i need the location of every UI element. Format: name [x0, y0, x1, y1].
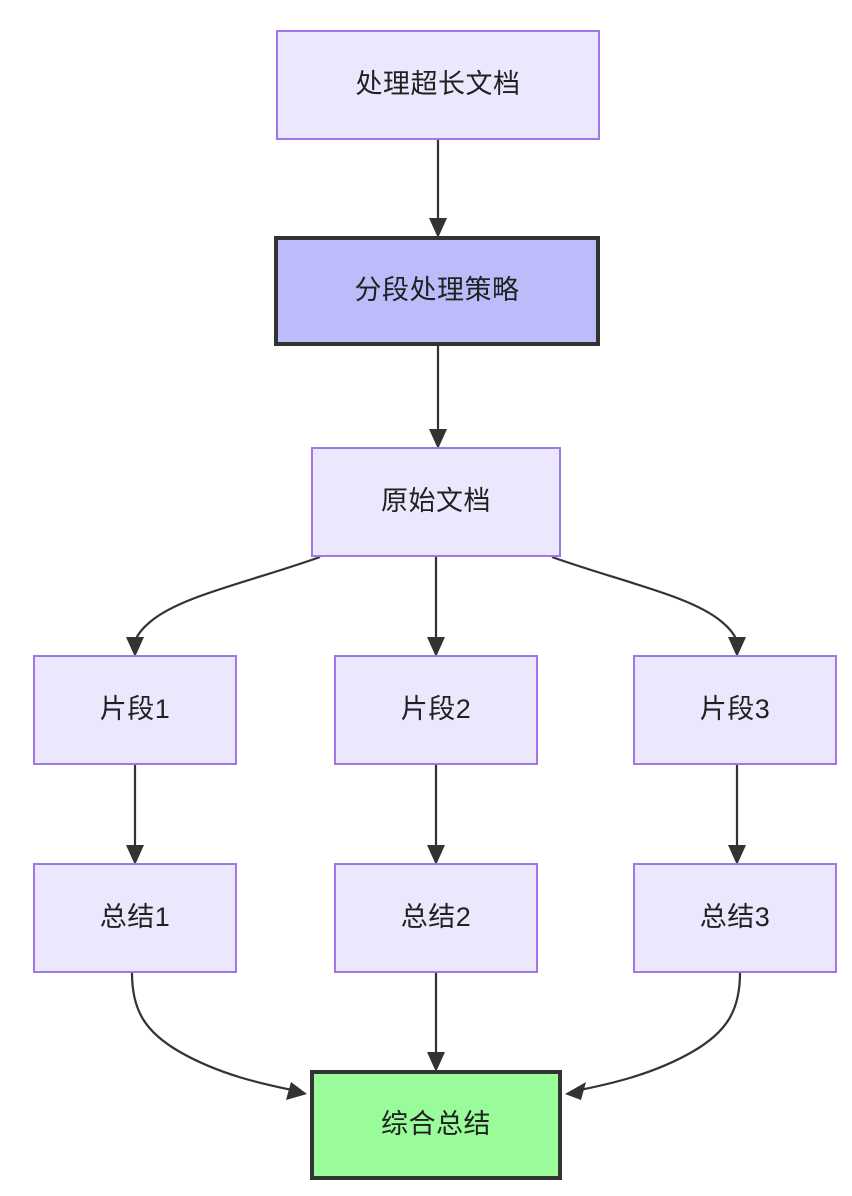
node-summary-3[interactable]: 总结3 [633, 863, 837, 973]
node-label: 总结1 [99, 902, 171, 933]
edge-summary-1-to-final [130, 972, 307, 1100]
edge-source-to-fragment-1 [126, 555, 321, 657]
node-chunk-strategy[interactable]: 分段处理策略 [274, 236, 600, 346]
node-source-document[interactable]: 原始文档 [311, 447, 561, 557]
node-long-document[interactable]: 处理超长文档 [276, 30, 600, 140]
node-summary-2[interactable]: 总结2 [334, 863, 538, 973]
node-label: 原始文档 [381, 486, 491, 517]
edge-fragment-2-to-summary-2 [427, 765, 445, 865]
node-label: 综合总结 [381, 1109, 491, 1140]
node-summary-1[interactable]: 总结1 [33, 863, 237, 973]
node-label: 片段3 [699, 694, 771, 725]
edge-summary-3-to-final [565, 972, 742, 1100]
edge-doc-to-strategy [429, 140, 447, 238]
node-fragment-1[interactable]: 片段1 [33, 655, 237, 765]
edge-strategy-to-source [429, 346, 447, 449]
node-label: 总结2 [400, 902, 472, 933]
node-final-summary[interactable]: 综合总结 [310, 1070, 562, 1180]
edge-fragment-1-to-summary-1 [126, 765, 144, 865]
node-label: 总结3 [699, 902, 771, 933]
node-label: 分段处理策略 [354, 275, 520, 306]
node-label: 片段1 [99, 694, 171, 725]
node-fragment-2[interactable]: 片段2 [334, 655, 538, 765]
node-fragment-3[interactable]: 片段3 [633, 655, 837, 765]
edge-source-to-fragment-2 [427, 557, 445, 657]
node-label: 片段2 [400, 694, 472, 725]
edge-fragment-3-to-summary-3 [728, 765, 746, 865]
edge-source-to-fragment-3 [551, 555, 746, 657]
edge-summary-2-to-final [427, 973, 445, 1072]
node-label: 处理超长文档 [355, 69, 521, 100]
